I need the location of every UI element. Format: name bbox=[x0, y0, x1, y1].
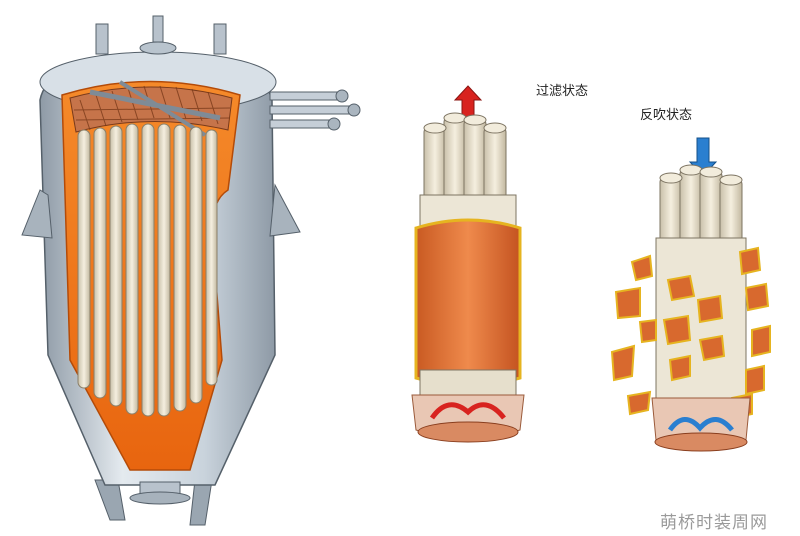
filter-vessel bbox=[21, 15, 361, 526]
filter-candles bbox=[77, 123, 218, 417]
top-nozzle-2 bbox=[213, 23, 227, 55]
support-lug-left bbox=[21, 189, 53, 239]
tube-sheet bbox=[69, 80, 233, 137]
support-leg-left bbox=[94, 479, 126, 521]
top-flange bbox=[139, 41, 177, 55]
filtering-candle bbox=[411, 85, 525, 443]
top-nozzle-3 bbox=[152, 15, 164, 43]
support-lug-right bbox=[269, 183, 301, 237]
filter-cake-layer bbox=[414, 218, 522, 387]
watermark-text: 萌桥时装周网 bbox=[660, 513, 768, 533]
backblow-candle bbox=[610, 137, 771, 452]
blowback-manifold bbox=[269, 89, 361, 131]
filtering-state-label: 过滤状态 bbox=[536, 84, 589, 99]
top-nozzle-1 bbox=[95, 23, 109, 55]
backblow-state-label: 反吹状态 bbox=[640, 108, 693, 123]
support-leg-right bbox=[189, 479, 213, 526]
